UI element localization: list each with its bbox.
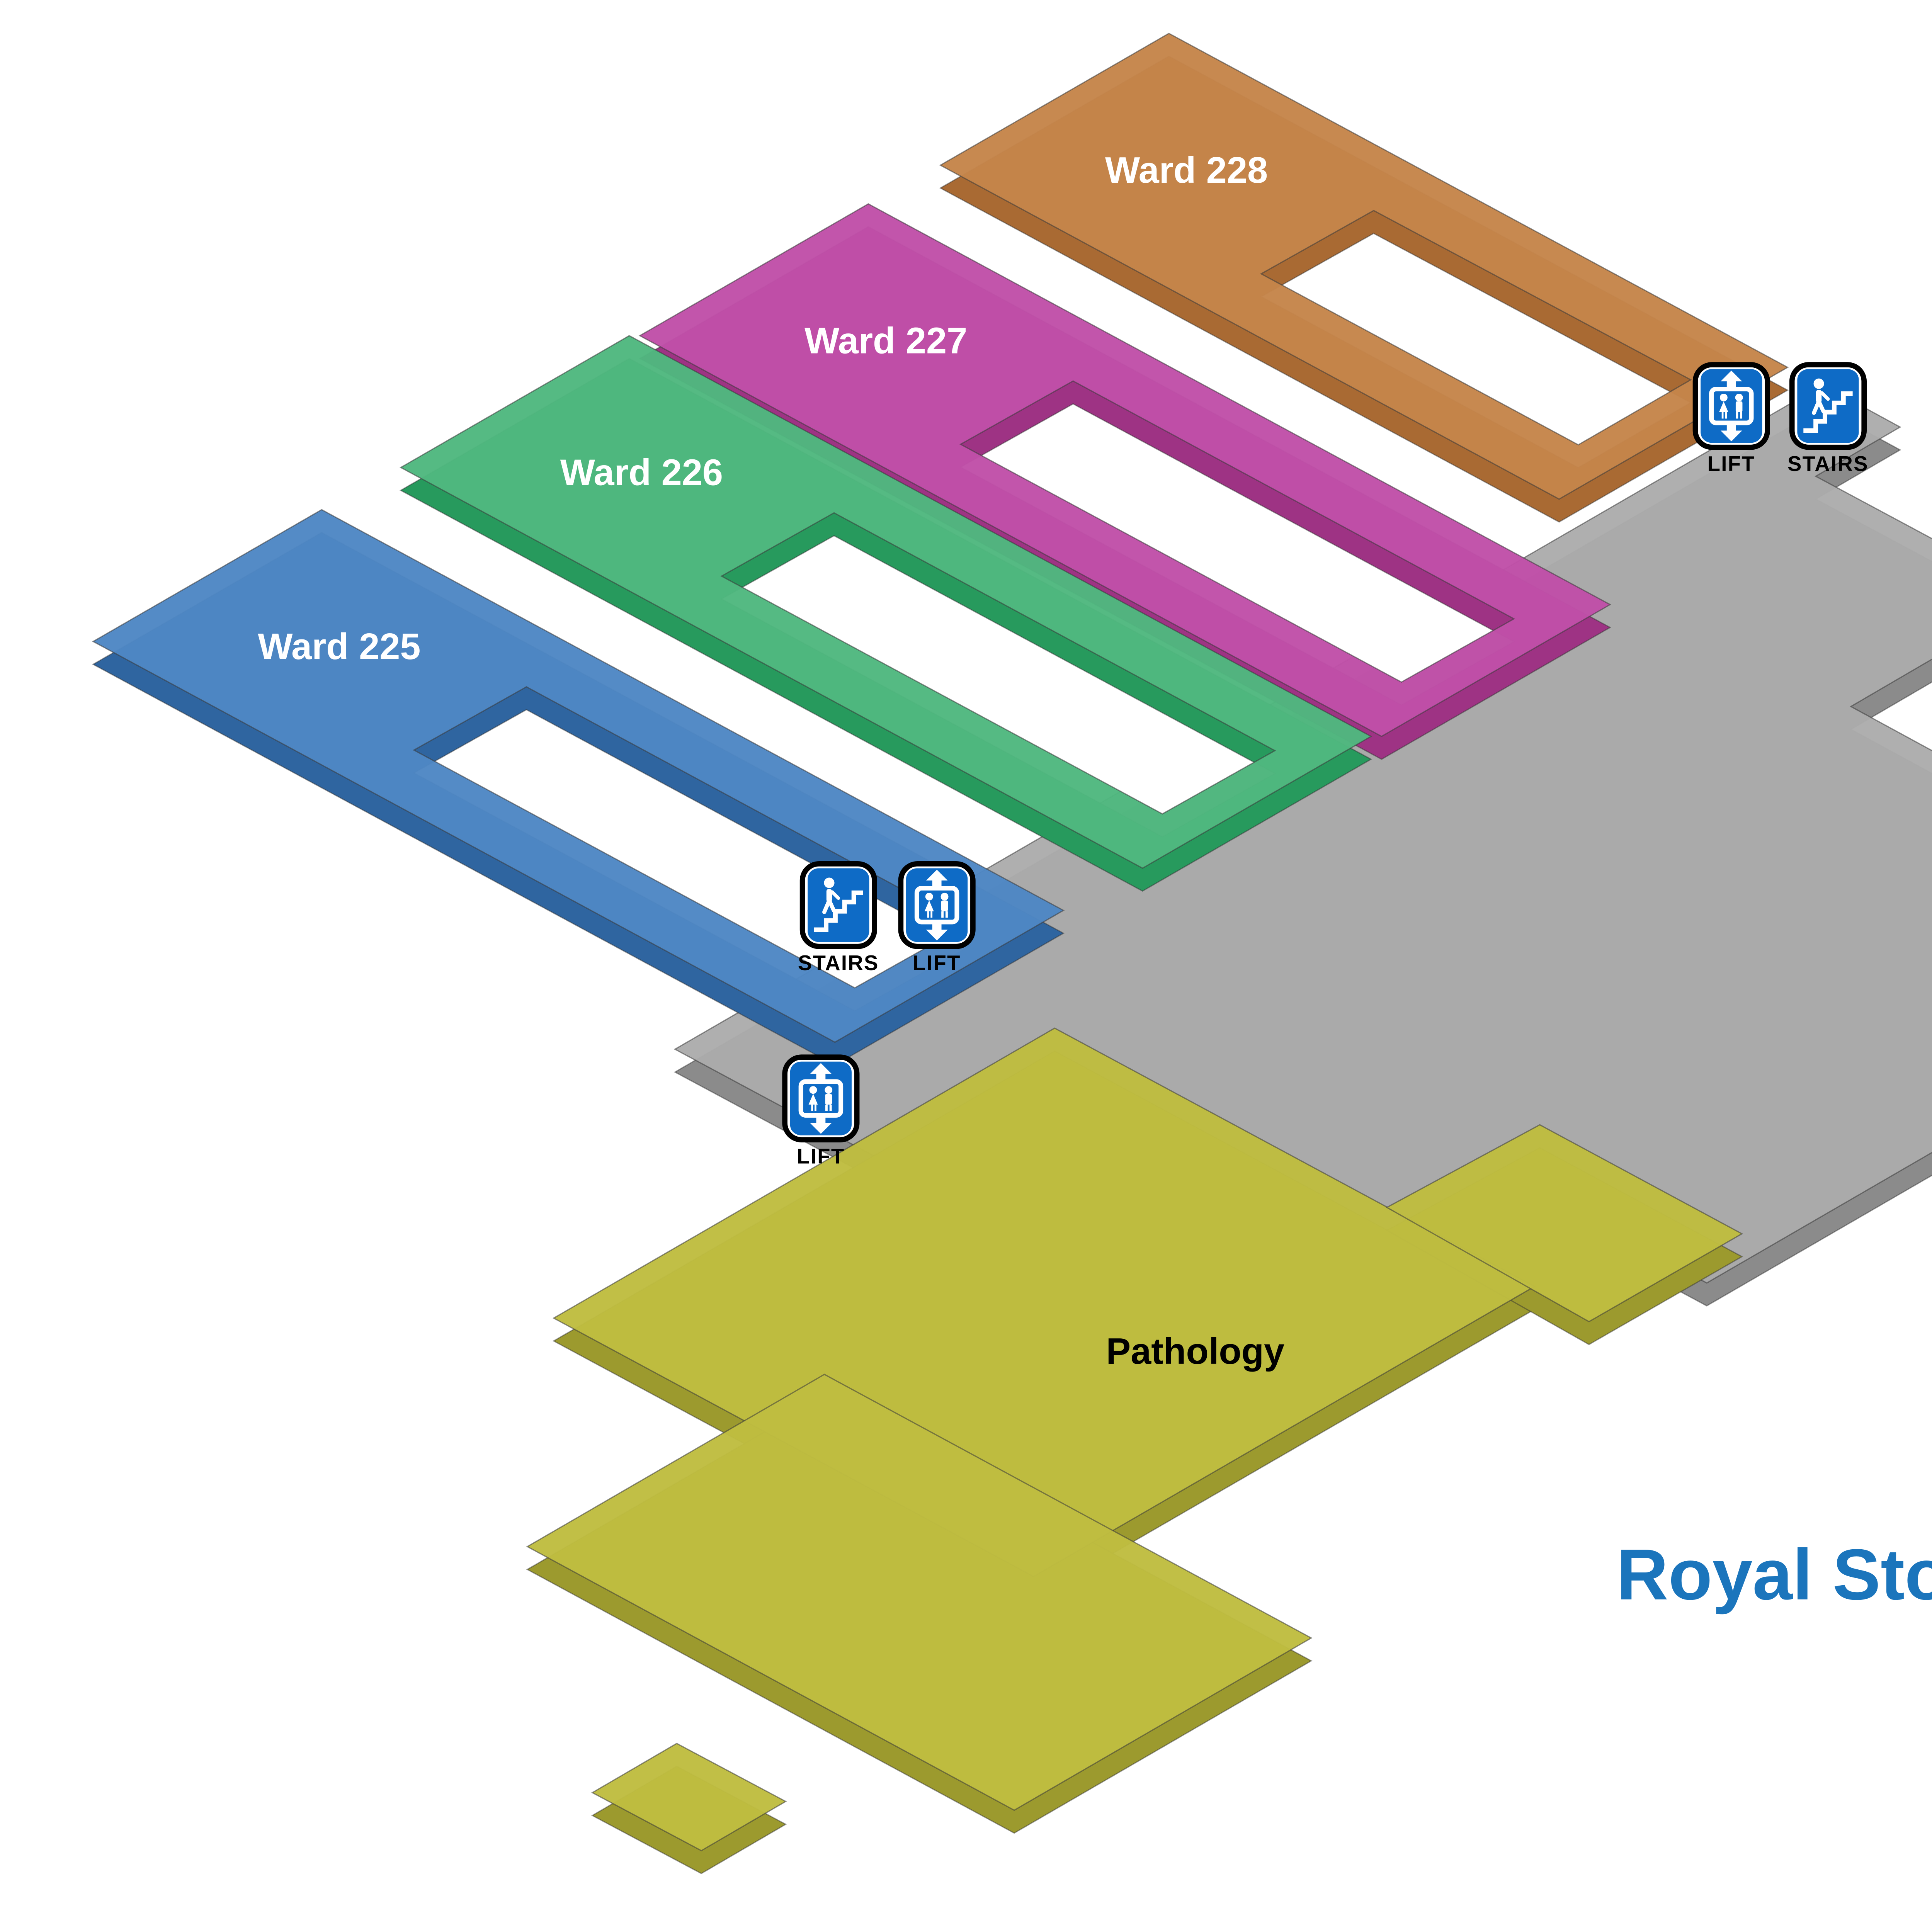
ward-226-courtyard: [721, 513, 1275, 814]
ward-225-label: Ward 225: [258, 626, 420, 667]
lift-icon-art: [1701, 369, 1762, 443]
pathology-floor: [1385, 1124, 1743, 1322]
map-title-line1: Royal Stoke University Hospital: [1616, 1534, 1932, 1615]
map-title: Royal Stoke University Hospital Main Bui…: [1616, 1526, 1932, 1826]
ward-227-area: Ward 227: [638, 203, 1612, 760]
ward-228-floor: [939, 32, 1789, 500]
ward-228-label: Ward 228: [1105, 150, 1268, 191]
lift-icon: [782, 1054, 860, 1142]
lift-icon: [898, 861, 976, 949]
map-title-line2: Main Building: [1616, 1626, 1932, 1726]
lift-sign-label: LIFT: [797, 1144, 845, 1169]
stairs-icon-art: [808, 868, 869, 942]
stairs-sign-label: STAIRS: [798, 951, 879, 976]
map-title-line3: Floor Level 2: [1616, 1726, 1932, 1826]
ward-228-area: Ward 228: [939, 32, 1789, 523]
lift-sign-north: LIFT: [1687, 362, 1775, 476]
lift-icon-art: [790, 1061, 852, 1135]
lift-sign-west: LIFT: [893, 861, 981, 976]
stairs-sign-north: STAIRS: [1784, 362, 1872, 476]
lift-sign-label: LIFT: [1707, 452, 1755, 476]
lift-icon-art: [906, 868, 968, 942]
ward-226-label: Ward 226: [560, 452, 723, 493]
lift-icon: [1692, 362, 1770, 450]
lift-sign-label: LIFT: [913, 951, 961, 976]
lift-sign-south: LIFT: [777, 1054, 865, 1169]
stairs-icon: [1789, 362, 1867, 450]
pathology-label: Pathology: [1106, 1331, 1284, 1372]
stairs-sign-label: STAIRS: [1787, 452, 1869, 476]
ward-226-floor: [399, 335, 1372, 869]
pathology-floor: [591, 1742, 787, 1851]
ward-227-label: Ward 227: [804, 320, 967, 361]
ward-227-courtyard: [961, 381, 1514, 682]
stairs-icon: [799, 861, 877, 949]
pathology-area: Pathology: [526, 1027, 1743, 1875]
pathology-floor: [526, 1373, 1313, 1811]
ward-226-area: Ward 226: [399, 335, 1372, 892]
ward-228-courtyard: [1261, 210, 1691, 445]
stairs-sign-west: STAIRS: [794, 861, 882, 976]
stairs-icon-art: [1797, 369, 1859, 443]
ward-227-floor: [638, 203, 1612, 737]
